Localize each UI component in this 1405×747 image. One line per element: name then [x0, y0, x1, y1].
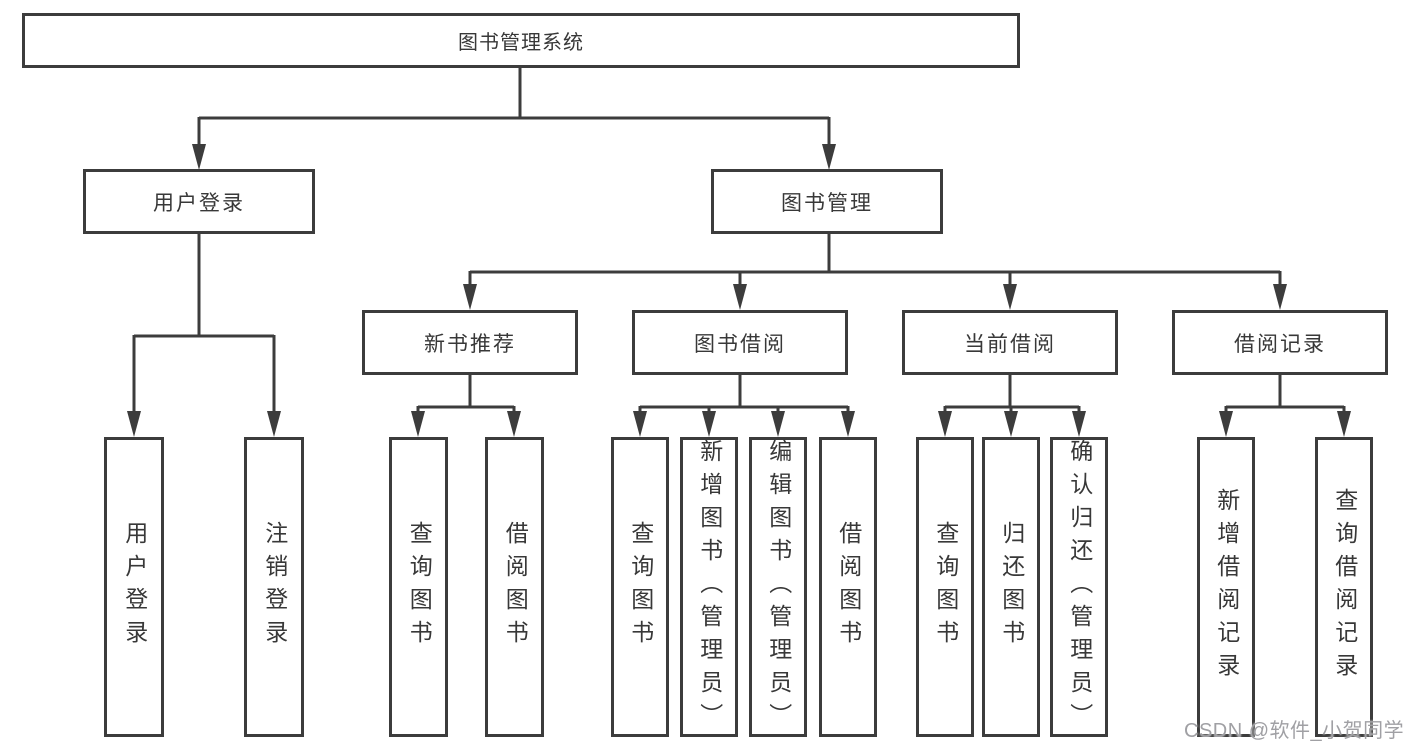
leaf-edit-book-admin: 编辑图书（管理员）: [749, 437, 807, 737]
arrowhead: [841, 411, 855, 437]
arrowhead: [1004, 411, 1018, 437]
leaf-label: 借阅图书: [835, 521, 862, 653]
arrowhead: [822, 144, 836, 170]
leaf-label: 新增图书（管理员）: [696, 438, 723, 736]
leaf-label: 编辑图书（管理员）: [765, 438, 792, 736]
leaf-label: 新增借阅记录: [1213, 488, 1240, 686]
node-label: 当前借阅: [964, 332, 1056, 356]
arrowhead: [507, 411, 521, 437]
leaf-query-book: 查询图书: [611, 437, 669, 737]
leaf-query-borrow-record: 查询借阅记录: [1315, 437, 1373, 737]
node-label: 图书管理: [781, 191, 873, 215]
arrowhead: [771, 411, 785, 437]
node-label: 新书推荐: [424, 332, 516, 356]
leaf-query-current-book: 查询图书: [916, 437, 974, 737]
leaf-label: 用户登录: [121, 521, 148, 653]
leaf-label: 查询图书: [627, 521, 654, 653]
arrowhead: [1219, 411, 1233, 437]
arrowhead: [1003, 284, 1017, 310]
leaf-user-login: 用户登录: [104, 437, 164, 737]
leaf-logout: 注销登录: [244, 437, 304, 737]
arrowhead: [938, 411, 952, 437]
node-book-borrow: 图书借阅: [632, 310, 848, 375]
node-label: 借阅记录: [1234, 332, 1326, 356]
leaf-borrow-book-recommend: 借阅图书: [485, 437, 544, 737]
arrowhead: [1273, 284, 1287, 310]
arrowhead: [463, 284, 477, 310]
arrowhead: [267, 411, 281, 437]
node-library-management-system: 图书管理系统: [22, 13, 1020, 68]
arrowhead: [127, 411, 141, 437]
node-borrow-records: 借阅记录: [1172, 310, 1388, 375]
csdn-watermark: CSDN @软件_小贺同学: [1184, 720, 1405, 742]
arrowhead: [733, 284, 747, 310]
node-label: 图书管理系统: [458, 32, 584, 54]
leaf-label: 查询借阅记录: [1331, 488, 1358, 686]
leaf-label: 确认归还（管理员）: [1066, 438, 1093, 736]
node-label: 用户登录: [153, 191, 245, 215]
node-label: 图书借阅: [694, 332, 786, 356]
leaf-add-borrow-record: 新增借阅记录: [1197, 437, 1255, 737]
arrowhead: [411, 411, 425, 437]
leaf-query-book-recommend: 查询图书: [389, 437, 448, 737]
leaf-confirm-return-admin: 确认归还（管理员）: [1050, 437, 1108, 737]
arrowhead: [702, 411, 716, 437]
leaf-label: 借阅图书: [502, 521, 529, 653]
leaf-label: 注销登录: [261, 521, 288, 653]
node-book-management: 图书管理: [711, 169, 943, 234]
node-current-borrow: 当前借阅: [902, 310, 1118, 375]
leaf-return-book: 归还图书: [982, 437, 1040, 737]
node-user-login: 用户登录: [83, 169, 315, 234]
leaf-label: 归还图书: [998, 521, 1025, 653]
arrowhead: [633, 411, 647, 437]
leaf-label: 查询图书: [932, 521, 959, 653]
node-new-book-recommend: 新书推荐: [362, 310, 578, 375]
leaf-label: 查询图书: [406, 521, 433, 653]
leaf-borrow-book: 借阅图书: [819, 437, 877, 737]
leaf-add-book-admin: 新增图书（管理员）: [680, 437, 738, 737]
arrowhead: [1072, 411, 1086, 437]
arrowhead: [192, 144, 206, 170]
arrowhead: [1337, 411, 1351, 437]
